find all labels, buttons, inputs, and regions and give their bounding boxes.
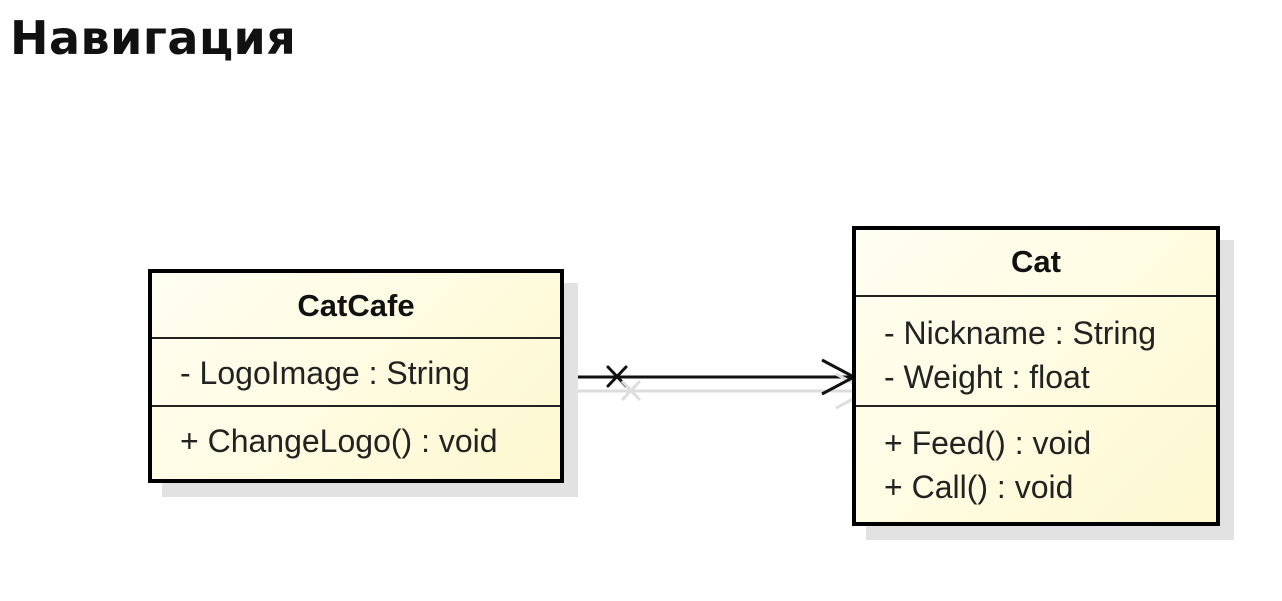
attributes-section: - LogoImage : String xyxy=(152,339,560,407)
attributes-section: - Nickname : String - Weight : float xyxy=(856,297,1216,407)
class-name: CatCafe xyxy=(152,273,560,339)
operations-section: + ChangeLogo() : void xyxy=(152,407,560,463)
operation: + Call() : void xyxy=(884,469,1074,505)
operation: + Feed() : void xyxy=(884,425,1092,461)
attribute: - LogoImage : String xyxy=(180,355,470,391)
operations-section: + Feed() : void + Call() : void xyxy=(856,407,1216,509)
class-box-catcafe: CatCafe - LogoImage : String + ChangeLog… xyxy=(148,269,564,483)
class-box-cat: Cat - Nickname : String - Weight : float… xyxy=(852,226,1220,526)
navigable-end-arrow-icon xyxy=(821,358,858,396)
attribute: - Nickname : String xyxy=(884,315,1157,351)
page-title: Навигация xyxy=(10,11,297,65)
attribute: - Weight : float xyxy=(884,359,1090,395)
non-navigable-end-shadow xyxy=(620,379,642,402)
operation: + ChangeLogo() : void xyxy=(180,423,498,459)
non-navigable-end-icon xyxy=(606,365,628,388)
class-name: Cat xyxy=(856,230,1216,297)
